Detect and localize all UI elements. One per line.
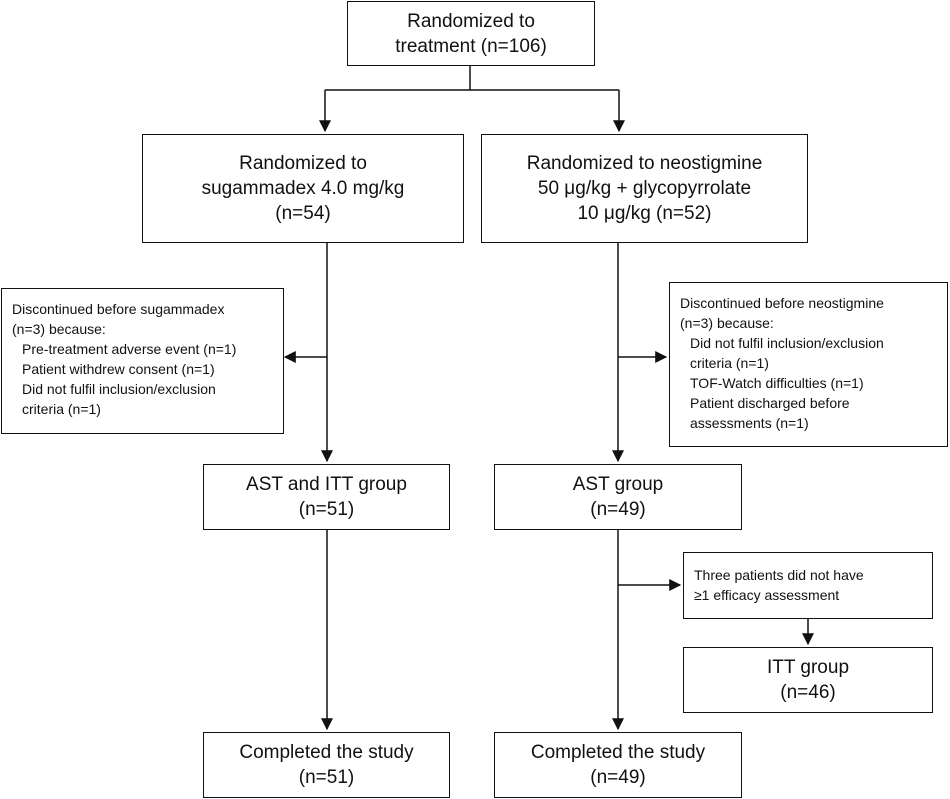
sugammadex-line1: Randomized to bbox=[239, 153, 367, 174]
neostigmine-line3: 10 μg/kg (n=52) bbox=[577, 203, 712, 224]
completed-left-line2: (n=51) bbox=[298, 767, 355, 788]
disc-neostigmine-item: Patient discharged before bbox=[690, 395, 850, 411]
completed-right-box: Completed the study (n=49) bbox=[494, 732, 742, 798]
disc-sugammadex-item: criteria (n=1) bbox=[22, 401, 101, 417]
itt-line1: ITT group bbox=[766, 657, 850, 678]
disc-sugammadex-item: Did not fulfil inclusion/exclusion bbox=[22, 381, 216, 397]
itt-box: ITT group (n=46) bbox=[683, 647, 933, 713]
ast-itt-line1: AST and ITT group bbox=[246, 474, 407, 495]
disc-neostigmine-box: Discontinued before neostigmine (n=3) be… bbox=[669, 282, 948, 447]
sugammadex-line3: (n=54) bbox=[275, 203, 331, 224]
disc-neostigmine-item: TOF-Watch difficulties (n=1) bbox=[690, 375, 864, 391]
disc-neostigmine-header2: (n=3) because: bbox=[680, 315, 774, 331]
three-patients-box: Three patients did not have ≥1 efficacy … bbox=[683, 552, 933, 619]
neostigmine-line1: Randomized to neostigmine bbox=[526, 153, 763, 174]
disc-sugammadex-header1: Discontinued before sugammadex bbox=[12, 301, 225, 317]
three-patients-line1: Three patients did not have bbox=[694, 567, 864, 583]
disc-sugammadex-item: Patient withdrew consent (n=1) bbox=[22, 361, 215, 377]
neostigmine-box: Randomized to neostigmine 50 μg/kg + gly… bbox=[481, 134, 808, 243]
completed-left-box: Completed the study (n=51) bbox=[203, 732, 450, 798]
ast-itt-line2: (n=51) bbox=[298, 499, 355, 520]
sugammadex-line2: sugammadex 4.0 mg/kg bbox=[201, 178, 405, 199]
completed-right-line2: (n=49) bbox=[590, 767, 646, 788]
completed-left-line1: Completed the study bbox=[239, 742, 414, 763]
three-patients-line2: ≥1 efficacy assessment bbox=[694, 587, 840, 603]
completed-right-line1: Completed the study bbox=[530, 742, 706, 763]
itt-line2: (n=46) bbox=[780, 682, 836, 703]
disc-neostigmine-header1: Discontinued before neostigmine bbox=[680, 295, 884, 311]
disc-sugammadex-header2: (n=3) because: bbox=[12, 321, 106, 337]
disc-sugammadex-item: Pre-treatment adverse event (n=1) bbox=[22, 341, 237, 357]
sugammadex-box: Randomized to sugammadex 4.0 mg/kg (n=54… bbox=[142, 134, 464, 243]
disc-neostigmine-item: assessments (n=1) bbox=[690, 415, 809, 431]
neostigmine-line2: 50 μg/kg + glycopyrrolate bbox=[537, 178, 752, 199]
randomized-line1: Randomized to bbox=[407, 10, 535, 32]
disc-neostigmine-item: Did not fulfil inclusion/exclusion bbox=[690, 335, 884, 351]
disc-sugammadex-box: Discontinued before sugammadex (n=3) bec… bbox=[1, 288, 284, 434]
ast-line2: (n=49) bbox=[590, 499, 646, 520]
disc-neostigmine-item: criteria (n=1) bbox=[690, 355, 769, 371]
ast-itt-box: AST and ITT group (n=51) bbox=[203, 464, 450, 530]
ast-line1: AST group bbox=[572, 474, 664, 495]
randomized-box: Randomized to treatment (n=106) bbox=[347, 1, 595, 66]
ast-box: AST group (n=49) bbox=[494, 464, 742, 530]
randomized-line2: treatment (n=106) bbox=[395, 35, 547, 57]
